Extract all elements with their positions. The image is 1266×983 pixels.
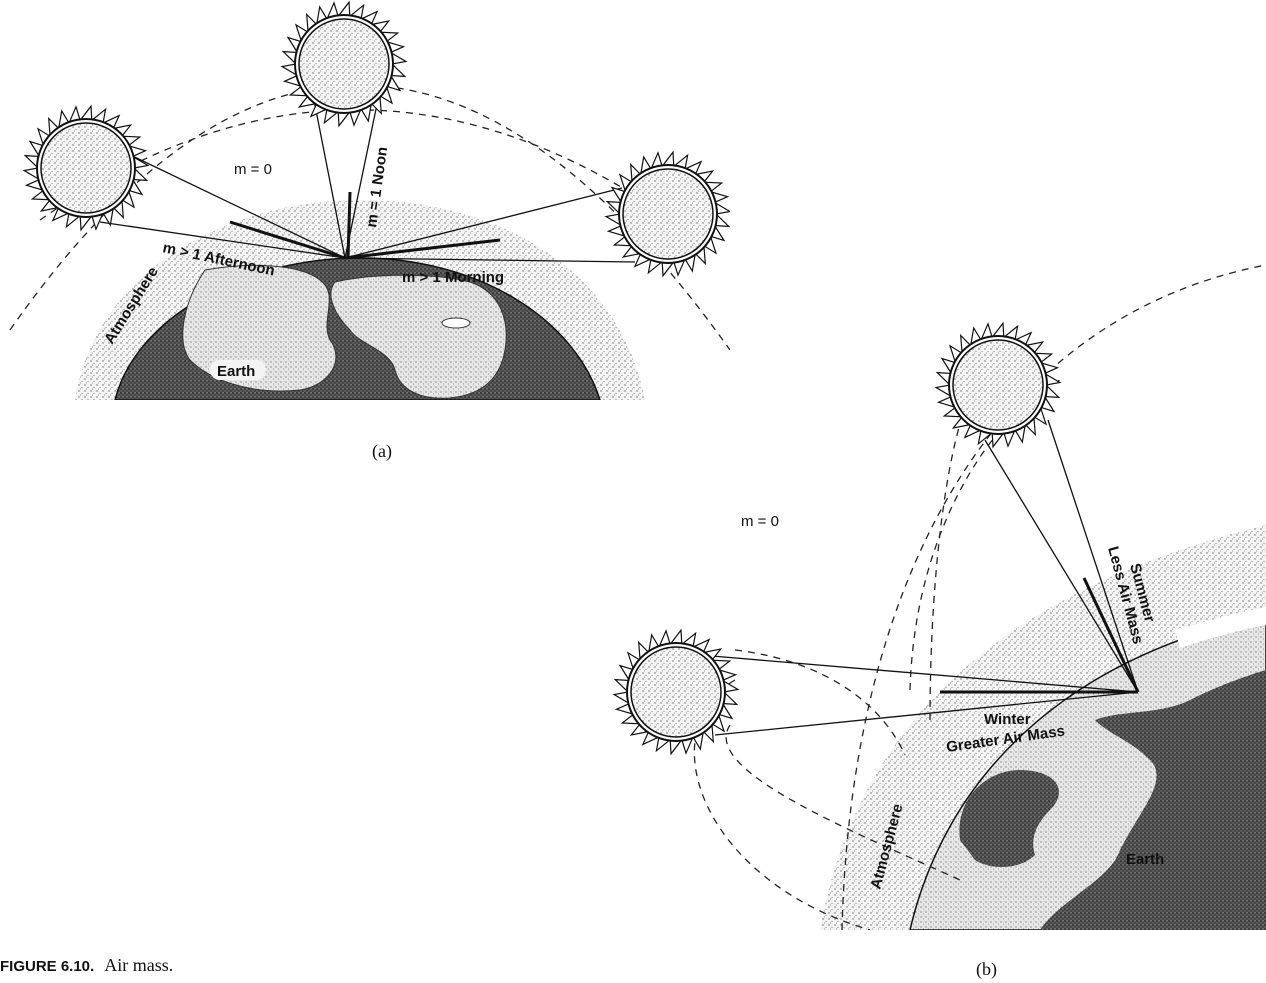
- panel-a: m = 0 m = 1 Noon m > 1 Afternoon m > 1 M…: [10, 2, 730, 400]
- figure-number: FIGURE 6.10.: [0, 958, 94, 975]
- label-earth-a: Earth: [217, 363, 255, 380]
- sun-winter: [614, 630, 738, 754]
- sun-disc: [953, 340, 1043, 430]
- label-m-zero-a: m = 0: [234, 161, 272, 178]
- lake: [442, 318, 470, 328]
- label-morning: m > 1 Morning: [402, 269, 504, 286]
- label-winter: Winter: [984, 711, 1031, 728]
- sun-disc: [41, 123, 131, 213]
- sun-disc: [299, 19, 389, 109]
- panel-b: m = 0 Summer Less Air Mass Winter Greate…: [614, 265, 1266, 930]
- figure-caption: FIGURE 6.10. Air mass.: [0, 955, 173, 975]
- sun-noon: [282, 2, 406, 126]
- path-noon: [348, 192, 350, 258]
- figure-title: Air mass.: [104, 955, 173, 975]
- caption-b: (b): [976, 959, 997, 980]
- sun-disc: [623, 169, 713, 259]
- caption-a: (a): [372, 441, 392, 462]
- sun-summer: [936, 323, 1060, 447]
- sun-morning: [606, 152, 730, 276]
- sun-afternoon: [24, 106, 148, 230]
- label-earth-b: Earth: [1126, 851, 1164, 868]
- label-m-zero-b: m = 0: [741, 513, 779, 530]
- sun-disc: [631, 647, 721, 737]
